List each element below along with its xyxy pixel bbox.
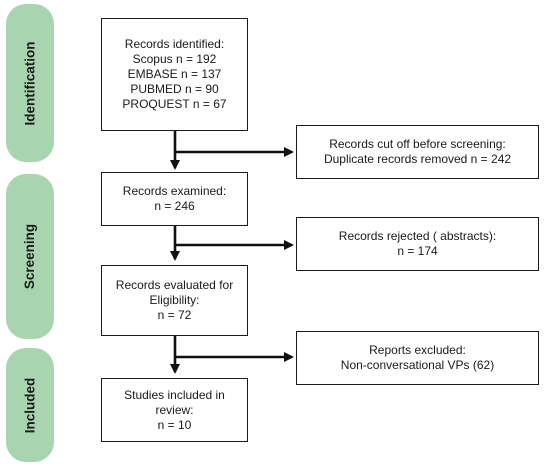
phase-identification: Identification bbox=[6, 4, 54, 162]
records-evaluated-line1: Records evaluated for bbox=[115, 278, 234, 292]
records-examined-count: n = 246 bbox=[154, 199, 195, 213]
cut-off-duplicates: Duplicate records removed n = 242 bbox=[323, 152, 512, 166]
records-identified-title: Records identified: bbox=[124, 37, 225, 51]
box-records-rejected: Records rejected ( abstracts): n = 174 bbox=[296, 217, 539, 271]
box-studies-included: Studies included in review: n = 10 bbox=[101, 378, 248, 442]
studies-included-line1: Studies included in bbox=[124, 387, 225, 402]
cut-off-title: Records cut off before screening: bbox=[329, 137, 506, 151]
phase-included: Included bbox=[6, 348, 54, 462]
records-examined-title: Records examined: bbox=[122, 184, 227, 198]
box-records-examined: Records examined: n = 246 bbox=[101, 172, 248, 226]
box-records-evaluated: Records evaluated for Eligibility: n = 7… bbox=[101, 265, 248, 336]
box-reports-excluded: Reports excluded: Non-conversational VPs… bbox=[296, 331, 539, 385]
records-evaluated-line2: Eligibility: bbox=[149, 293, 200, 307]
records-identified-embase: EMBASE n = 137 bbox=[127, 67, 222, 81]
rejected-count: n = 174 bbox=[397, 244, 438, 258]
box-records-cut-off: Records cut off before screening: Duplic… bbox=[296, 125, 539, 179]
studies-included-line2: review: bbox=[155, 402, 194, 417]
records-identified-proquest: PROQUEST n = 67 bbox=[122, 97, 227, 111]
phase-screening: Screening bbox=[6, 174, 54, 339]
records-evaluated-count: n = 72 bbox=[157, 308, 192, 322]
reports-excluded-reason: Non-conversational VPs (62) bbox=[340, 358, 495, 372]
records-identified-scopus: Scopus n = 192 bbox=[132, 52, 217, 66]
rejected-title: Records rejected ( abstracts): bbox=[338, 229, 497, 243]
studies-included-count: n = 10 bbox=[157, 417, 192, 432]
reports-excluded-title: Reports excluded: bbox=[369, 343, 466, 357]
records-identified-pubmed: PUBMED n = 90 bbox=[130, 82, 219, 96]
box-records-identified: Records identified: Scopus n = 192 EMBAS… bbox=[101, 18, 248, 131]
